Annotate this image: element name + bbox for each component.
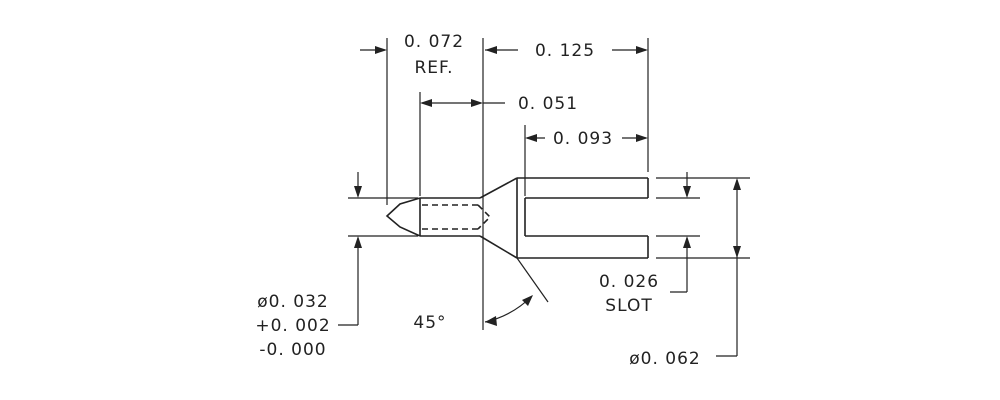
arrowhead [733,178,741,190]
dim-ref-label: REF. [414,58,453,78]
chamfer-top [479,177,518,199]
arrowhead [733,246,741,258]
dim-mid-length: 0. 051 [518,94,578,114]
tip-cone-outline [385,197,421,237]
arrowhead [375,46,387,54]
dim-ref-value: 0. 072 [404,32,464,52]
dim-body-diameter: ø0. 062 [629,349,700,369]
arrowhead [683,186,691,198]
dim-top-length: 0. 125 [535,41,595,61]
hidden-drill-point [477,204,492,230]
arrowhead [420,99,432,107]
dim-slot-width: 0. 026 [599,272,659,292]
arrowhead [471,99,483,107]
arrowhead [354,236,362,248]
dimension-text: 0. 072 REF. 0. 125 0. 051 0. 093 0. 026 … [255,32,700,369]
dimension-lines [338,46,741,357]
dim-slot-depth: 0. 093 [553,129,613,149]
arrowhead [485,46,497,54]
arrowhead [522,295,533,306]
chamfer-bottom [479,235,518,259]
ext-chamfer-angle [516,257,549,303]
arrowhead [636,134,648,142]
dim-tip-diameter: ø0. 032 [257,292,328,312]
arrowhead [354,186,362,198]
part-outline [385,177,649,259]
dim-angle: 45° [413,313,446,333]
arrowhead [485,316,497,326]
dim-tip-tol-minus: -0. 000 [259,340,326,360]
arrowhead [636,46,648,54]
extension-lines [348,38,750,330]
dim-tip-tol-plus: +0. 002 [255,316,330,336]
dim-slot-label: SLOT [605,296,652,316]
arrowhead [683,236,691,248]
arrowhead [525,134,537,142]
